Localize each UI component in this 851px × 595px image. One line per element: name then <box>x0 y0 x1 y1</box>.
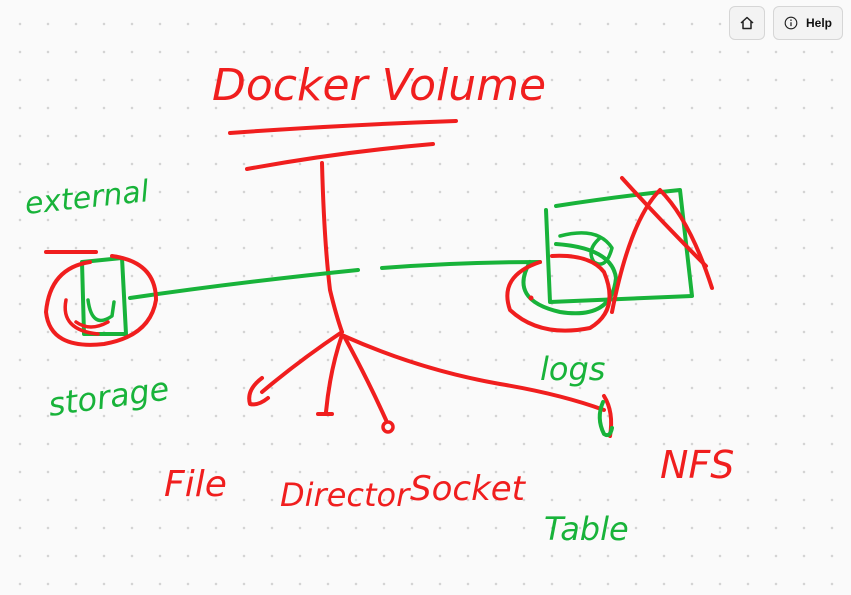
title-underline-1 <box>228 119 458 135</box>
branch-socket <box>342 334 388 422</box>
branch-nfs <box>342 334 606 412</box>
logs-circle-green <box>521 242 618 316</box>
storage-circle <box>44 254 158 347</box>
stem-line <box>320 161 344 334</box>
connection-line-left <box>128 268 360 300</box>
logs-box <box>544 188 694 304</box>
logs-circle-red <box>505 253 612 333</box>
home-button[interactable] <box>729 6 765 40</box>
logs-dot <box>528 295 534 301</box>
toolbar: Help <box>729 6 843 40</box>
socket-label: Socket <box>410 469 527 509</box>
branch-file-cap <box>247 376 270 407</box>
file-label: File <box>164 464 227 505</box>
title-underline-2 <box>245 142 435 171</box>
home-icon <box>740 16 754 30</box>
branch-file <box>260 330 344 394</box>
storage-swirl <box>63 298 110 336</box>
info-icon <box>784 16 798 30</box>
external-label: external <box>23 174 151 222</box>
table-label: Table <box>544 510 629 548</box>
logs-label: logs <box>540 350 605 388</box>
storage-label: storage <box>46 369 172 424</box>
help-button[interactable]: Help <box>773 6 843 40</box>
directory-label: Director <box>280 476 411 514</box>
logs-cross-curve <box>610 188 714 314</box>
storage-mark <box>86 298 116 323</box>
table-cap-green <box>597 400 614 438</box>
branch-directory <box>324 333 344 414</box>
nfs-label: NFS <box>660 443 734 487</box>
help-label: Help <box>805 16 832 30</box>
title-label: Docker Volume <box>212 60 546 111</box>
logs-cross-line <box>620 176 708 268</box>
connection-line-right <box>380 260 542 270</box>
branch-socket-cap <box>381 420 395 434</box>
